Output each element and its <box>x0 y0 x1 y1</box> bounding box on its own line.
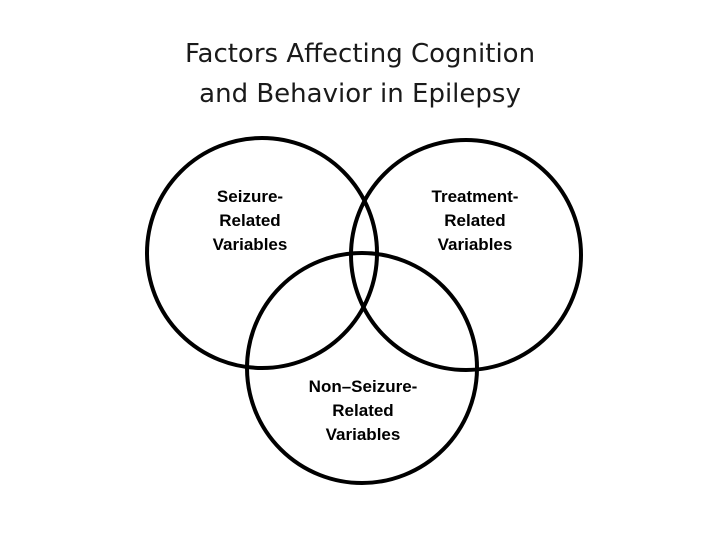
label-line: Related <box>219 211 281 230</box>
title-line-2: and Behavior in Epilepsy <box>199 79 521 109</box>
seizure-related-label: Seizure- Related Variables <box>180 185 320 257</box>
treatment-related-label: Treatment- Related Variables <box>405 185 545 257</box>
label-line: Seizure- <box>216 187 284 206</box>
non-seizure-related-label: Non–Seizure- Related Variables <box>283 375 443 447</box>
label-line: Related <box>332 401 394 420</box>
slide-title: Factors Affecting Cognition and Behavior… <box>0 34 720 114</box>
label-line: Variables <box>437 235 513 254</box>
label-line: Variables <box>212 235 288 254</box>
label-line: Non–Seizure- <box>308 377 418 396</box>
label-line: Related <box>444 211 506 230</box>
title-line-1: Factors Affecting Cognition <box>184 39 536 69</box>
non-seizure-related-circle <box>245 251 479 485</box>
label-line: Variables <box>325 425 401 444</box>
label-line: Treatment- <box>431 187 519 206</box>
